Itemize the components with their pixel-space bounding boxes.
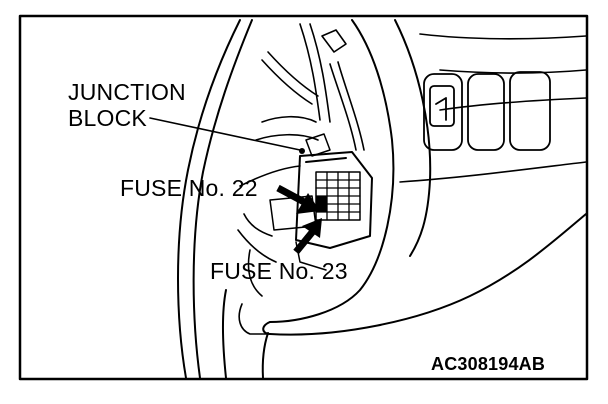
- junction-block-label-line2: BLOCK: [68, 105, 147, 131]
- junction-block-leader: [149, 117, 301, 151]
- a-pillar-trim: [177, 19, 269, 379]
- junction-block-leader-dot: [299, 148, 305, 154]
- figure-border: [18, 14, 589, 381]
- fuse-22-label: FUSE No. 22: [120, 175, 258, 201]
- fuse-22-arrow: [276, 184, 320, 214]
- junction-block-label-line1: JUNCTION: [68, 79, 186, 105]
- junction-block-body: [269, 133, 373, 271]
- switch-panel: [423, 71, 551, 151]
- figure-code: AC308194AB: [431, 354, 546, 374]
- wire-harness: [237, 23, 365, 335]
- fuse-23-arrow: [293, 218, 322, 255]
- fuse-23-label: FUSE No. 23: [210, 258, 348, 284]
